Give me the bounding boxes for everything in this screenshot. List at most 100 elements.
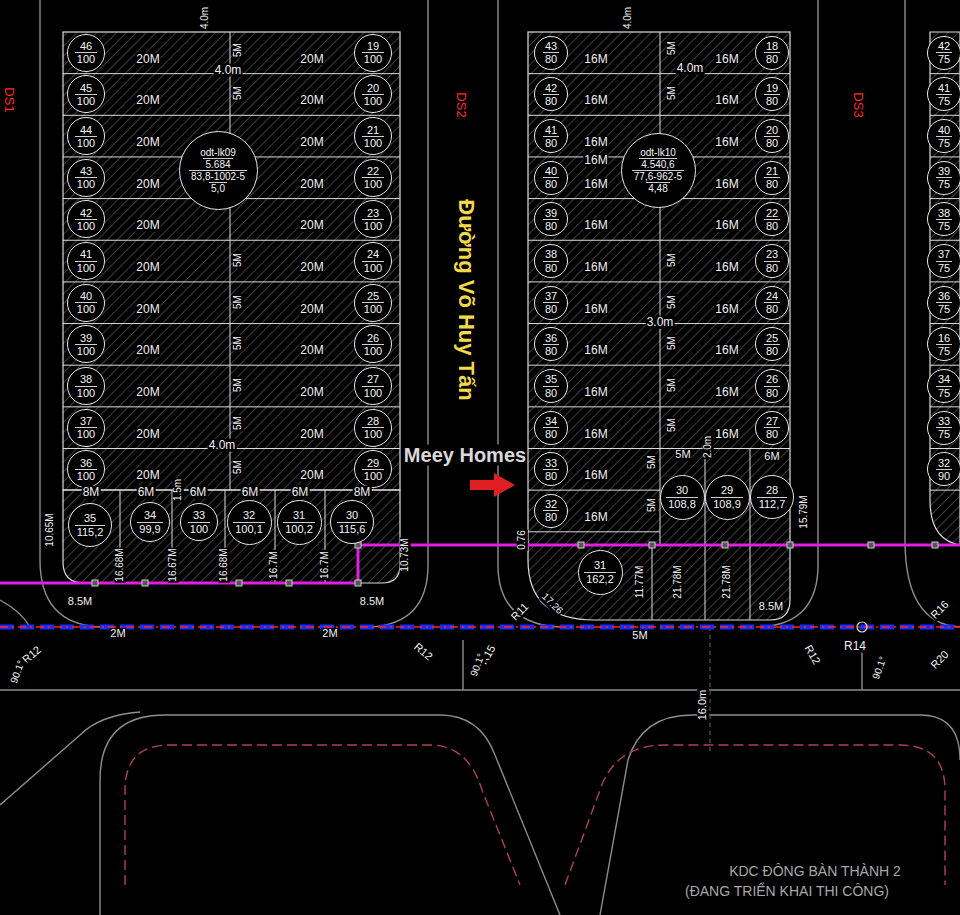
dimension-label: R11 [508, 600, 531, 623]
dimension-label: 5M [233, 377, 244, 393]
lot-circle: 45100 [67, 75, 105, 113]
lot-area: 108,8 [666, 497, 698, 510]
lot-circle: 42100 [67, 200, 105, 238]
dimension-label: 16.0m [697, 689, 709, 722]
lot-number: odt-lk10 [638, 147, 678, 158]
lot-circle: 4275 [927, 36, 960, 70]
lot-number: 33 [543, 457, 559, 469]
lot-circle: 3780 [534, 286, 568, 320]
lot-number: 25 [764, 332, 780, 344]
lot-area: 5.684 [203, 158, 232, 170]
lot-circle: 19100 [354, 34, 392, 72]
lot-circle: 4280 [534, 77, 568, 111]
lot-number: 19 [764, 82, 780, 94]
dimension-label: 6M [137, 486, 156, 499]
lot-number: 28 [764, 484, 780, 496]
lot-number: 42 [936, 40, 952, 52]
lot-number: 26 [764, 373, 780, 385]
lot-circle: 23100 [354, 200, 392, 238]
dimension-label: 4.0m [200, 6, 211, 30]
dimension-label: 16.7M [320, 550, 331, 580]
lot-number: 41 [78, 248, 94, 260]
lot-area: 80 [543, 219, 559, 232]
dimension-label: 20M [135, 53, 160, 66]
dimension-label: 8.5M [359, 596, 385, 608]
dimension-label: 5M [647, 497, 658, 513]
lot-circle: 40100 [67, 284, 105, 322]
lot-area: 75 [936, 219, 952, 232]
dimension-label: 5M [667, 252, 678, 268]
dimension-label: 10.65M [45, 512, 56, 547]
dimension-label: 5M [647, 454, 658, 470]
lot-number: 23 [365, 207, 381, 219]
lot-area: 100 [362, 344, 384, 357]
lot-number: 42 [543, 82, 559, 94]
lot-number: 35 [82, 512, 98, 524]
dimension-label: 20M [135, 469, 160, 482]
lot-area: 90 [936, 469, 952, 482]
dimension-label: 21.78M [722, 564, 733, 599]
lot-number: 32 [241, 509, 257, 521]
lot-area: 75 [936, 344, 952, 357]
lot-number: 40 [936, 124, 952, 136]
lot-area: 80 [543, 302, 559, 315]
dimension-label: 5M [233, 415, 244, 431]
watermark: Meey Homes [403, 445, 527, 466]
lot-number: 39 [543, 207, 559, 219]
lot-number: 23 [764, 248, 780, 260]
lot-area: 100 [362, 261, 384, 274]
lot-number: 41 [543, 124, 559, 136]
lot-circle: 3875 [927, 202, 960, 236]
dimension-label: 5M [674, 449, 691, 461]
lot-area: 99,9 [137, 522, 162, 535]
lot-area: 80 [764, 177, 780, 190]
dimension-label: 2M [109, 628, 126, 640]
dimension-label: 16M [714, 53, 739, 66]
dimension-label: 5M [667, 85, 678, 101]
lot-number: 21 [764, 165, 780, 177]
lot-circle: 1980 [755, 77, 789, 111]
dimension-label: 20M [135, 94, 160, 107]
lot-number: odt-lk09 [198, 147, 238, 158]
lot-circle: 30115,6 [330, 500, 374, 544]
dimension-label: 16M [583, 219, 608, 232]
dimension-label: 5M [631, 630, 648, 642]
dimension-label: 5M [667, 377, 678, 393]
lot-area: 100 [75, 302, 97, 315]
dimension-label: 20M [135, 386, 160, 399]
lot-area: 80 [543, 386, 559, 399]
lot-number: 41 [936, 82, 952, 94]
lot-area: 80 [543, 469, 559, 482]
lot-circle: 35115,2 [68, 503, 112, 547]
lot-number: 33 [936, 415, 952, 427]
lot-circle: 33100 [180, 503, 218, 541]
lot-number: 32 [543, 498, 559, 510]
dimension-label: 5M [667, 335, 678, 351]
lot-number: 24 [365, 248, 381, 260]
watermark-arrow [470, 473, 515, 497]
lot-number: 33 [191, 509, 207, 521]
lot-number: 38 [78, 373, 94, 385]
lot-number: 34 [936, 373, 952, 385]
dimension-label: R20 [928, 648, 952, 672]
lot-area: 75 [936, 52, 952, 65]
dimension-label: 20M [299, 386, 324, 399]
lot-area: 100 [75, 94, 97, 107]
lot-number: 34 [543, 415, 559, 427]
dimension-label: 21.78M [673, 564, 684, 599]
dimension-label: 5M [667, 417, 678, 433]
lot-area: 100 [75, 427, 97, 440]
lot-number: 27 [764, 415, 780, 427]
lot-number: 34 [142, 509, 158, 521]
lot-area: 80 [764, 219, 780, 232]
dimension-label: 16M [583, 136, 608, 149]
dimension-label: 3.0m [646, 316, 675, 329]
lot-circle: odt-lk095.68483,8-1002-55,0 [179, 131, 258, 210]
dimension-label: 16M [714, 344, 739, 357]
dimension-label: 20M [135, 427, 160, 440]
lot-area: 80 [764, 136, 780, 149]
lot-number: 38 [543, 248, 559, 260]
dimension-label: 90.1° [9, 658, 28, 686]
